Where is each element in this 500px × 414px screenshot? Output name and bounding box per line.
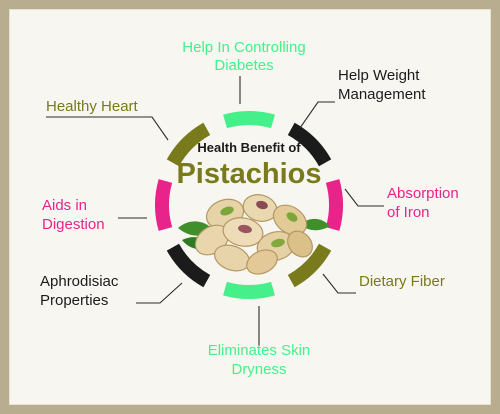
pistachio-nuts-image: [178, 194, 330, 275]
benefit-weight-line2: Management: [338, 86, 426, 103]
ring-arc-digestion: [155, 179, 173, 231]
leader-line-aphrodisiac: [136, 282, 183, 304]
ring-arcs: [155, 111, 343, 299]
benefit-label-digestion: Aids in Digestion: [42, 197, 105, 233]
ring-arc-diabetes: [223, 111, 275, 129]
benefit-diabetes-line2: Diabetes: [214, 57, 273, 74]
benefit-label-iron: Absorption of Iron: [387, 185, 459, 221]
ring-arc-heart: [166, 122, 211, 167]
benefit-weight-line1: Help Weight: [338, 67, 420, 84]
benefit-digestion-line1: Aids in: [42, 197, 87, 214]
benefit-fiber-line1: Dietary Fiber: [359, 273, 445, 290]
benefit-label-weight: Help Weight Management: [338, 67, 426, 103]
benefit-heart-line1: Healthy Heart: [46, 98, 139, 115]
benefit-label-skin: Eliminates Skin Dryness: [208, 342, 311, 378]
ring-arc-weight: [287, 122, 332, 167]
ring-arc-fiber: [287, 243, 332, 288]
benefit-digestion-line2: Digestion: [42, 216, 105, 233]
leader-line-heart: [46, 116, 169, 141]
benefit-label-heart: Healthy Heart: [46, 98, 139, 115]
benefit-label-aphrodisiac: Aphrodisiac Properties: [40, 273, 119, 309]
leader-line-fiber: [322, 273, 356, 294]
benefit-iron-line1: Absorption: [387, 185, 459, 202]
benefit-label-fiber: Dietary Fiber: [359, 273, 445, 290]
ring-arc-skin: [223, 281, 275, 299]
ring-arc-aphrodisiac: [166, 243, 211, 288]
title-health-benefit: Health Benefit of: [197, 140, 301, 155]
benefit-skin-line1: Eliminates Skin: [208, 342, 311, 359]
leader-line-iron: [344, 188, 384, 207]
leader-line-weight: [299, 101, 335, 129]
benefit-diabetes-line1: Help In Controlling: [182, 39, 305, 56]
benefit-aphrodisiac-line2: Properties: [40, 292, 108, 309]
benefit-label-diabetes: Help In Controlling Diabetes: [182, 39, 305, 74]
title-pistachios: Pistachios: [176, 158, 321, 190]
ring-arc-iron: [325, 179, 343, 231]
connector-lines: [46, 76, 384, 346]
benefit-skin-line2: Dryness: [231, 361, 286, 378]
benefit-iron-line2: of Iron: [387, 204, 430, 221]
benefit-aphrodisiac-line1: Aphrodisiac: [40, 273, 119, 290]
